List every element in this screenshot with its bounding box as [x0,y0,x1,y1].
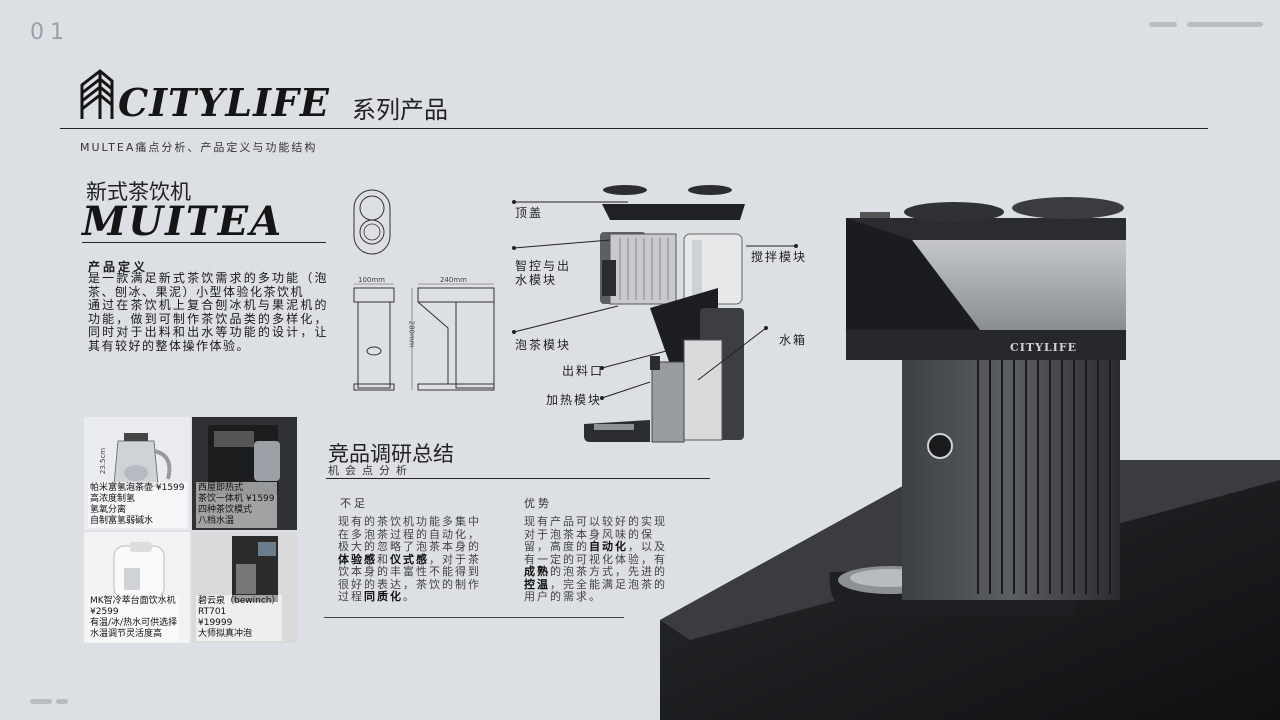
body-text: 和 [377,552,390,566]
page-number: 01 [30,20,70,45]
body-text: 现有产品可以较好的实现对于泡茶本身风味的保留，高度的 [524,515,667,553]
decor-pill [30,699,52,704]
dim-depth: 240mm [440,276,467,284]
body-text: 现有的茶饮机功能多集中在多泡茶过程的自动化，极大的忽略了泡茶本身的 [338,515,481,553]
exploded-view-drawing [584,185,745,443]
competitor-caption: 帕米富氢泡茶壶 ¥1599 高浓度制氢 氢氧分离 自制富氢弱碱水 [88,482,187,528]
body-text: 的泡茶方式，先进的 [550,565,667,578]
definition-title: 产品定义 [88,260,149,274]
competitor-caption: 碧云泉（bewinch） RT701 ¥19999 大师拟真冲泡 [196,595,283,641]
part-label-brew: 泡茶模块 [515,338,572,352]
pros-body: 现有产品可以较好的实现对于泡茶本身风味的保留，高度的自动化，以及有一定的可视化体… [524,515,674,604]
product-cn-name: 新式茶饮机 [86,180,191,204]
summary-bottom-divider [324,617,624,618]
emphasis-text: 自动化 [589,540,628,553]
competitor-caption: 西屋即热式 茶饮一体机 ¥1599 四种茶饮模式 八档水温 [196,482,277,528]
pros-title: 优势 [524,497,552,510]
body-text: ，以及有一定的可视化体验，有 [524,540,667,566]
body-text: ，完全能满足泡茶的用户的需求。 [524,577,667,603]
header-divider [60,128,1208,129]
product-divider [82,242,326,243]
decor-pill [1187,22,1263,27]
summary-divider [326,478,710,479]
product-en-name: MUITEA [82,198,284,245]
part-label-stir: 搅拌模块 [751,250,808,264]
callout-lines [512,200,798,400]
emphasis-text: 仪式感 [390,552,429,566]
competitor-card: 23.5cm 帕米富氢泡茶壶 ¥1599 高浓度制氢 氢氧分离 自制富氢弱碱水 [84,417,190,530]
emphasis-text: 体验感 [338,552,377,566]
dim-width: 100mm [358,276,385,284]
part-label-heat: 加热模块 [546,393,603,407]
page-subtitle: MULTEA痛点分析、产品定义与功能结构 [80,141,318,154]
cons-body: 现有的茶饮机功能多集中在多泡茶过程的自动化，极大的忽略了泡茶本身的体验感和仪式感… [338,515,488,604]
competitor-caption: MK智冷萃台面饮水机 ¥2599 有温/冰/热水可供选择 水温调节灵活度高 [88,595,180,641]
render-logo: CITYLIFE [1010,341,1078,354]
body-text: ，对于茶饮本身的丰富性不能得到很好的表达，茶饮的制作过程 [338,552,481,603]
emphasis-text: 同质化 [364,590,403,603]
competitor-card: 碧云泉（bewinch） RT701 ¥19999 大师拟真冲泡 [192,532,297,643]
competitor-card: 西屋即热式 茶饮一体机 ¥1599 四种茶饮模式 八档水温 [192,417,297,530]
top-view-drawing [353,189,391,255]
part-label-control: 智控与出水模块 [515,259,572,287]
kettle-height-note: 23.5cm [99,447,108,475]
competitor-card: MK智冷萃台面饮水机 ¥2599 有温/冰/热水可供选择 水温调节灵活度高 [84,532,190,643]
part-label-lid: 顶盖 [515,206,544,220]
side-view-drawing [411,283,495,391]
decor-pill [1149,22,1177,27]
building-logo-icon [80,69,114,119]
brewer-product-image [232,536,278,602]
decor-pill [56,699,68,704]
product-render-image [660,197,1280,720]
definition-paragraph: 通过在茶饮机上复合刨冰机与果泥机的功能，做到可制作茶饮品类的多样化，同时对于出料… [88,298,328,353]
body-text: 。 [403,590,416,603]
brand-suffix: 系列产品 [352,96,448,124]
water-dispenser-product-image [113,542,165,599]
definition-paragraph: 是一款满足新式茶饮需求的多功能（泡茶、刨冰、果泥）小型体验化茶饮机 [88,271,328,299]
part-label-outlet: 出料口 [562,364,605,378]
emphasis-text: 成熟 [524,565,550,578]
summary-subtitle: 机会点分析 [328,464,413,477]
brand-name: CITYLIFE [118,80,330,125]
definition-body: 是一款满足新式茶饮需求的多功能（泡茶、刨冰、果泥）小型体验化茶饮机 通过在茶饮机… [88,271,328,353]
part-label-tank: 水箱 [779,333,808,347]
cons-title: 不足 [340,497,368,510]
front-view-drawing [353,283,395,391]
summary-title: 竞品调研总结 [328,442,454,466]
emphasis-text: 控温 [524,577,550,591]
